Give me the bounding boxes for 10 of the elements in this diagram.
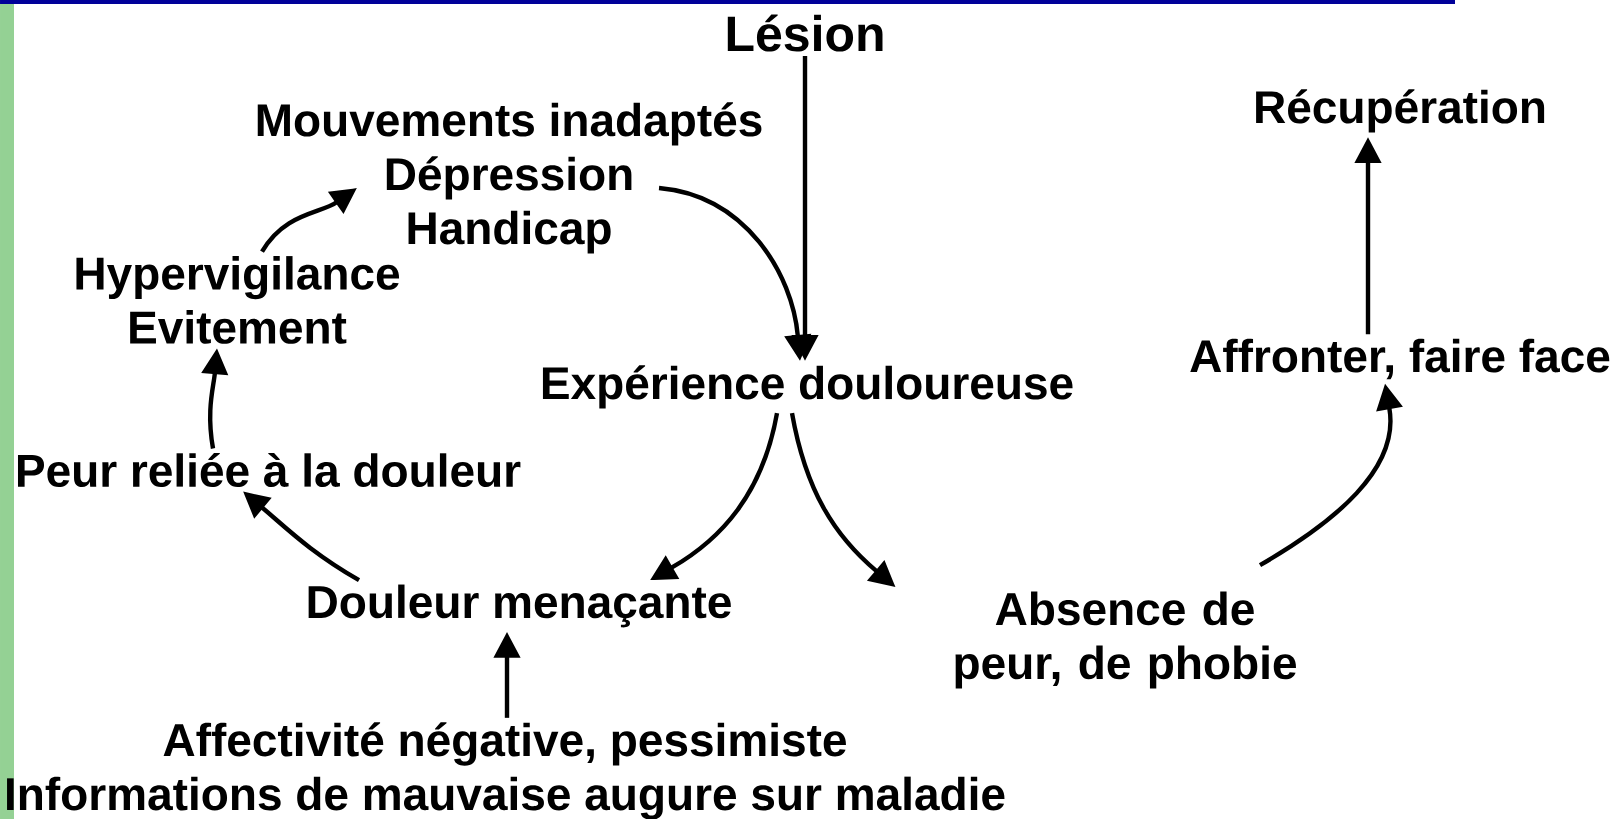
label-text: Douleur menaçante	[308, 584, 731, 628]
label-text: Lésion	[727, 14, 883, 52]
label-text: Absence de peur, de phobie	[955, 591, 1296, 689]
label-text: Expérience douloureuse	[542, 365, 1073, 409]
label-text: Mouvements inadaptés Dépression Handicap	[257, 102, 762, 254]
label-text: Hypervigilance Evitement	[76, 256, 400, 344]
label-text: Peur reliée à la douleur	[18, 452, 521, 488]
label-text: Récupération	[1256, 89, 1545, 133]
label-text: Affronter, faire face	[1190, 338, 1610, 380]
label-text: Affectivité négative, pessimiste Informations de mauvaise augure sur maladie	[7, 722, 1005, 819]
